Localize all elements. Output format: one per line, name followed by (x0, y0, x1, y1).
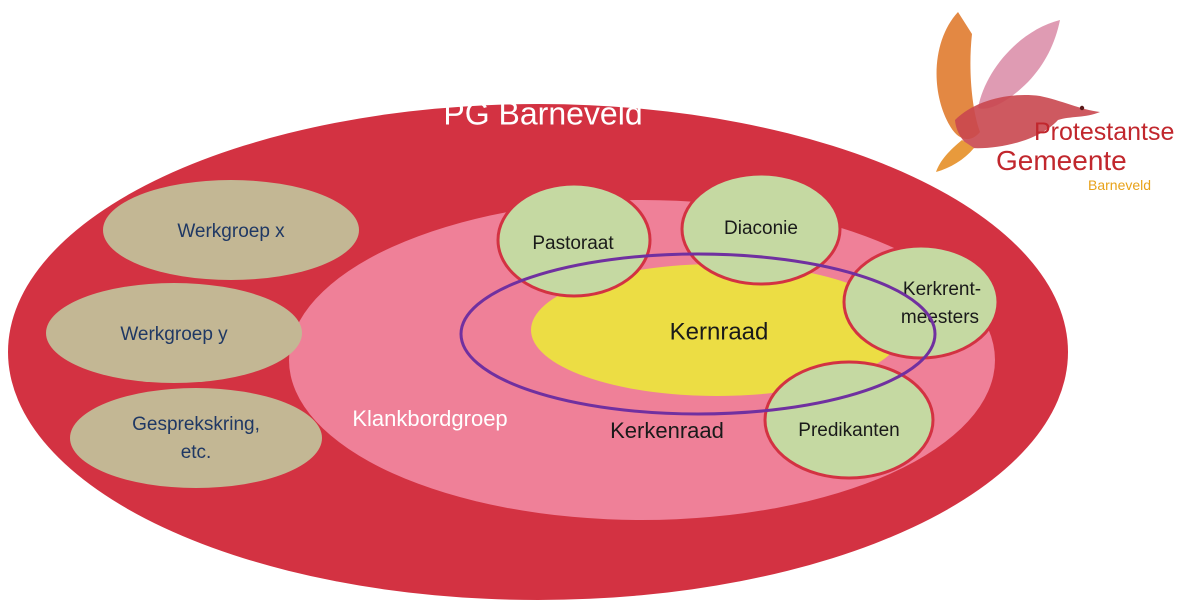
werkgroep-y-label: Werkgroep y (120, 324, 228, 345)
protestantse-gemeente-logo: Protestantse Gemeente Barneveld (936, 12, 1174, 193)
logo-line2: Gemeente (996, 145, 1127, 176)
pastoraat-label: Pastoraat (532, 233, 614, 254)
gesprekskring-label-line1: Gesprekskring, (132, 414, 260, 435)
kerkenraad-label: Kerkenraad (610, 418, 724, 443)
kernraad-ellipse (531, 264, 903, 396)
logo-line1: Protestantse (1034, 118, 1174, 146)
kerkrentmeesters-ellipse (842, 244, 1000, 360)
kernraad-label: Kernraad (670, 318, 769, 345)
logo-line3: Barneveld (1088, 177, 1151, 193)
diaconie-label: Diaconie (724, 218, 798, 239)
predikanten-label: Predikanten (798, 420, 899, 441)
werkgroep-x-label: Werkgroep x (177, 221, 285, 242)
werkgroep-y-ellipse (46, 283, 302, 383)
pg-barneveld-label: PG Barneveld (443, 95, 642, 131)
kerkenraad-ring (459, 252, 937, 416)
gesprekskring-label-line2: etc. (181, 442, 212, 463)
klankbordgroep-label: Klankbordgroep (352, 406, 507, 431)
kerkrentmeesters-label-line1: Kerkrent- (903, 279, 981, 300)
pastoraat-ellipse (496, 182, 652, 298)
werkgroep-x-ellipse (103, 180, 359, 280)
gesprekskring-ellipse (70, 388, 322, 488)
diaconie-ellipse (680, 172, 842, 286)
predikanten-ellipse (763, 360, 935, 480)
kerkrentmeesters-label-line2: meesters (901, 307, 979, 328)
dove-icon (936, 12, 1100, 172)
